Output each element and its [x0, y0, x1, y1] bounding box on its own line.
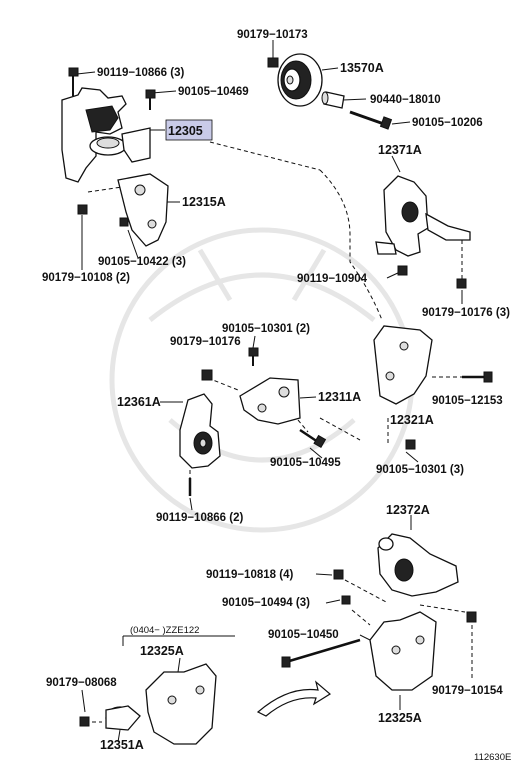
label-12325a-left: 12325A — [140, 644, 184, 658]
label-12305: 12305 — [168, 124, 203, 138]
label-90119-10866-3: 90119−10866 (3) — [97, 67, 184, 79]
label-90119-10866-2: 90119−10866 (2) — [156, 512, 243, 524]
label-90179-08068: 90179−08068 — [46, 677, 117, 689]
label-90179-10176-3: 90179−10176 (3) — [422, 307, 510, 319]
bracket-12311a — [239, 377, 327, 449]
label-90179-10108-2: 90179−10108 (2) — [42, 272, 130, 284]
label-90105-12153: 90105−12153 — [432, 395, 503, 407]
fasteners-top — [68, 57, 279, 215]
label-90179-10176: 90179−10176 — [170, 336, 241, 348]
bolt-90105-10301-upper — [248, 347, 259, 366]
label-12321a: 12321A — [390, 413, 434, 427]
bracket-12315a — [117, 173, 169, 247]
label-12372a: 12372A — [386, 503, 430, 517]
label-90440-18010: 90440−18010 — [370, 94, 441, 106]
bushing-12351a — [79, 705, 141, 731]
part-labels: 90179−10173 13570A 90119−10866 (3) 90105… — [42, 29, 511, 763]
label-90105-10469: 90105−10469 — [178, 86, 249, 98]
label-90179-10173: 90179−10173 — [237, 29, 308, 41]
label-12325a-right: 12325A — [378, 711, 422, 725]
label-90105-10301-3: 90105−10301 (3) — [376, 464, 464, 476]
label-90179-10154: 90179−10154 — [432, 685, 503, 697]
engine-mount-12305 — [61, 87, 151, 183]
label-90105-10450: 90105−10450 — [268, 629, 339, 641]
label-90105-10422-3: 90105−10422 (3) — [98, 256, 186, 268]
bracket-12325a-right — [281, 611, 477, 691]
highlight-box — [165, 119, 213, 141]
collar-90440-18010 — [321, 91, 345, 109]
mount-12371a — [375, 175, 471, 289]
nut-90179-10176 — [201, 369, 213, 381]
label-90105-10301-2: 90105−10301 (2) — [222, 323, 310, 335]
mount-12361a — [179, 393, 221, 496]
label-12351a: 12351A — [100, 738, 144, 752]
label-13570a: 13570A — [340, 61, 384, 75]
figure-code: 112630E — [474, 752, 511, 763]
label-90105-10494-3: 90105−10494 (3) — [222, 597, 310, 609]
label-90105-10495: 90105−10495 — [270, 457, 341, 469]
label-12371a: 12371A — [378, 143, 422, 157]
bracket-12321a — [373, 325, 493, 450]
label-12361a: 12361A — [117, 395, 161, 409]
label-90105-10206: 90105−10206 — [412, 117, 483, 129]
label-12315a: 12315A — [182, 195, 226, 209]
idler-pulley-13570a — [277, 53, 323, 107]
arrow — [256, 680, 332, 717]
label-12311a: 12311A — [318, 390, 361, 404]
label-90119-10818-4: 90119−10818 (4) — [206, 569, 293, 581]
bolt-90105-10206 — [349, 110, 393, 130]
label-range-note: (0404− )ZZE122 — [130, 625, 199, 636]
bracket-12325a-left — [122, 635, 235, 745]
label-90119-10904: 90119−10904 — [297, 273, 368, 285]
mount-12372a — [333, 533, 459, 605]
